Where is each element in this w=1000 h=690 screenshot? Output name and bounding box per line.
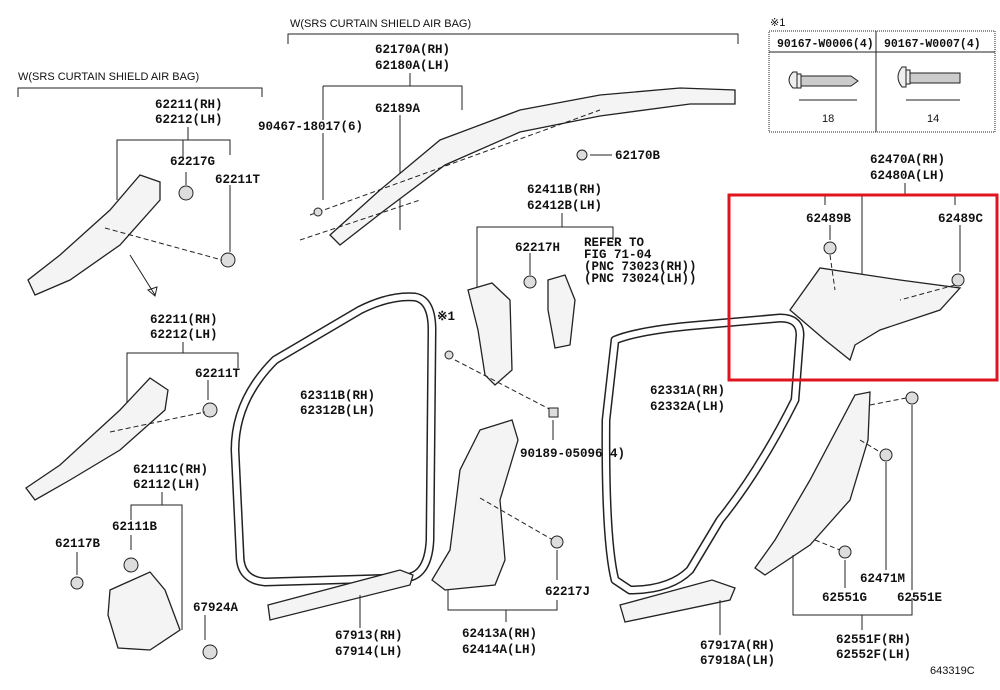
screw-part-2: 90167-W0007(4): [884, 38, 981, 51]
label-62189A: 62189A: [375, 102, 421, 116]
note-mark: ※1: [437, 309, 455, 324]
label-62312B-lh: 62312B(LH): [300, 404, 375, 418]
section-title-left: W(SRS CURTAIN SHIELD AIR BAG): [18, 71, 199, 83]
label-62170A-rh: 62170A(RH): [375, 43, 450, 57]
label-67913-rh: 67913(RH): [335, 629, 403, 643]
label-62551G: 62551G: [822, 591, 867, 605]
bolt-icon: [576, 149, 588, 161]
label-67924A: 67924A: [193, 601, 239, 615]
label-90189-05096: 90189-05096(4): [520, 447, 625, 461]
label-62211T-a: 62211T: [215, 173, 261, 187]
clip-icon: [178, 185, 194, 201]
label-62551E: 62551E: [897, 591, 942, 605]
label-67914-lh: 67914(LH): [335, 645, 403, 659]
refer-text-1: REFER TO: [584, 236, 645, 250]
label-62414A-lh: 62414A(LH): [462, 643, 537, 657]
screw-icon-1: [788, 71, 859, 101]
clip-icon: [202, 644, 218, 660]
highlight-box: [727, 193, 999, 382]
roof-side-inner-garnish: [789, 267, 962, 362]
label-62212-lh-b: 62212(LH): [150, 328, 218, 342]
clip-icon: [879, 448, 893, 462]
screw-icon-2: [897, 66, 961, 101]
center-pillar-garnish-upper: [467, 282, 513, 386]
label-62217G: 62217G: [170, 155, 215, 169]
curtain-shield-airbag: [329, 87, 736, 246]
clip-icon: [823, 241, 837, 255]
screw-length-1: 18: [822, 113, 834, 125]
label-62180A-lh: 62180A(LH): [375, 59, 450, 73]
clip-icon: [951, 273, 965, 287]
label-67917A-rh: 67917A(RH): [700, 639, 775, 653]
label-62411B-rh: 62411B(RH): [527, 183, 602, 197]
label-62413A-rh: 62413A(RH): [462, 627, 537, 641]
front-door-weatherstrip: [230, 292, 437, 587]
label-62211-rh-b: 62211(RH): [150, 313, 218, 327]
section-title-top: W(SRS CURTAIN SHIELD AIR BAG): [290, 18, 471, 30]
bracket-left: [17, 87, 263, 97]
clip-icon: [838, 545, 852, 559]
label-62211T-b: 62211T: [195, 367, 241, 381]
arrow-icon: [129, 254, 158, 297]
label-62552F-lh: 62552F(LH): [836, 648, 911, 662]
label-62112-lh: 62112(LH): [133, 478, 201, 492]
screw-table: ※1 90167-W0006(4) 90167-W0007(4) 18 14: [768, 17, 996, 133]
refer-text-4: (PNC 73024(LH)): [584, 272, 697, 286]
refer-text-2: FIG 71-04: [584, 248, 652, 262]
front-pillar-garnish-upper: [27, 174, 161, 296]
label-62111C-rh: 62111C(RH): [133, 463, 208, 477]
label-67918A-lh: 67918A(LH): [700, 654, 775, 668]
screw-length-2: 14: [927, 113, 939, 125]
cowl-side-trim: [107, 571, 181, 651]
label-62480A-lh: 62480A(LH): [870, 169, 945, 183]
label-62331A-rh: 62331A(RH): [650, 384, 725, 398]
label-62211-rh-a: 62211(RH): [155, 98, 223, 112]
label-62489C: 62489C: [938, 212, 984, 226]
label-62551F-rh: 62551F(RH): [836, 633, 911, 647]
label-62217J: 62217J: [545, 585, 590, 599]
rear-scuff-plate: [619, 579, 736, 623]
screw-table-mark: ※1: [770, 17, 785, 29]
label-62170B: 62170B: [615, 149, 661, 163]
center-pillar-garnish-lower: [431, 419, 519, 591]
leader-lines: [116, 127, 231, 252]
screw-icon: [444, 350, 454, 360]
screw-part-1: 90167-W0006(4): [777, 38, 874, 51]
label-62332A-lh: 62332A(LH): [650, 400, 725, 414]
label-62489B: 62489B: [806, 212, 852, 226]
label-62311B-rh: 62311B(RH): [300, 389, 375, 403]
bolt-icon: [313, 207, 323, 217]
nut-icon: [548, 407, 559, 418]
label-62111B: 62111B: [112, 520, 158, 534]
refer-text-3: (PNC 73023(RH)): [584, 260, 697, 274]
clip-icon: [523, 275, 537, 289]
front-pillar-garnish-lower: [25, 377, 169, 501]
seat-belt-adjuster: [547, 274, 576, 349]
quarter-trim-panel: [754, 391, 871, 576]
clip-icon: [220, 252, 236, 268]
label-62117B: 62117B: [55, 537, 101, 551]
label-62212-lh-a: 62212(LH): [155, 113, 223, 127]
bracket-top: [287, 33, 739, 44]
diagram-id: 643319C: [930, 665, 975, 677]
clip-icon: [123, 557, 139, 573]
label-62412B-lh: 62412B(LH): [527, 199, 602, 213]
clip-icon: [70, 576, 84, 590]
clip-icon: [202, 402, 218, 418]
clip-icon: [550, 535, 564, 549]
label-62471M: 62471M: [860, 572, 905, 586]
label-62217H: 62217H: [515, 241, 560, 255]
label-90467-18017: 90467-18017(6): [258, 120, 363, 134]
clip-icon: [905, 391, 919, 405]
front-scuff-plate: [267, 569, 414, 621]
label-62470A-rh: 62470A(RH): [870, 153, 945, 167]
